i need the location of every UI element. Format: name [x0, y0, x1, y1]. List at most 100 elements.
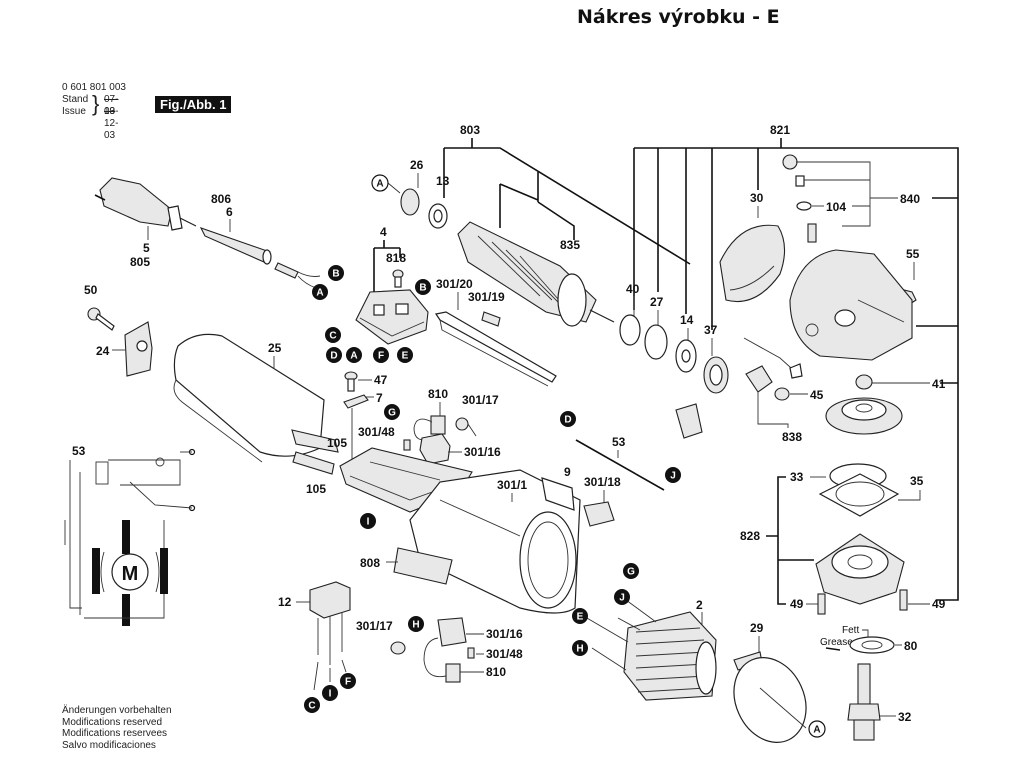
label-33: 33 — [790, 470, 804, 484]
connector-callout-circle — [384, 404, 400, 420]
brush-holder — [355, 289, 429, 345]
label-26: 26 — [410, 158, 424, 172]
screw-301-48-bottom — [467, 647, 475, 659]
screw-301-48 — [403, 439, 411, 451]
bearing-26 — [400, 188, 420, 216]
switch-knob-301-17-bottom — [390, 641, 406, 655]
label-2: 2 — [696, 598, 703, 612]
label-301-48-bottom: 301/48 — [486, 647, 523, 661]
capacitor-810 — [430, 415, 446, 435]
footer-note: Salvo modificaciones — [62, 739, 156, 751]
connector-callout-letter: E — [577, 612, 584, 623]
capacitor-810-bottom — [445, 663, 461, 683]
connector-callout-circle — [326, 347, 342, 363]
switch-301-16-bottom — [437, 617, 467, 647]
label-41: 41 — [932, 377, 946, 391]
screw-50 — [87, 307, 115, 331]
circlip-40 — [619, 314, 641, 346]
label-plate-9 — [541, 477, 575, 511]
label-24: 24 — [96, 344, 110, 358]
label-29: 29 — [750, 621, 764, 635]
label-810-bottom: 810 — [486, 665, 506, 679]
connector-callout-circle — [304, 697, 320, 713]
footer-notes: Änderungen vorbehalten Modifications res… — [62, 705, 172, 751]
issue-label: Issue — [62, 106, 86, 117]
connector-callout-circle — [371, 174, 389, 192]
connector-callout-circle — [614, 589, 630, 605]
bearing-flange — [815, 533, 905, 605]
connector-callout-letter: A — [350, 351, 357, 362]
label-30: 30 — [750, 191, 764, 205]
suppressor-12 — [309, 581, 351, 619]
label-27: 27 — [650, 295, 664, 309]
label-37: 37 — [704, 323, 718, 337]
label-301-18: 301/18 — [584, 475, 621, 489]
label-301-17-top: 301/17 — [462, 393, 499, 407]
connector-callout-letter: A — [376, 179, 383, 190]
connector-callout-circle — [408, 616, 424, 632]
wheel-guard-30 — [719, 224, 786, 303]
connector-callout-circle — [572, 640, 588, 656]
connector-callout-circle — [397, 347, 413, 363]
connector-callout-letter: C — [308, 701, 315, 712]
label-13: 13 — [436, 174, 450, 188]
connector-callout-letter: D — [330, 351, 337, 362]
connector-callout-letter: H — [412, 620, 419, 631]
label-50: 50 — [84, 283, 98, 297]
spring — [795, 175, 805, 187]
connector-callout-letter: D — [564, 415, 571, 426]
page-title: Nákres výrobku - E — [577, 6, 780, 28]
footer-note: Modifications reservees — [62, 728, 168, 739]
stator-field-coil — [623, 611, 717, 701]
label-55: 55 — [906, 247, 920, 261]
label-301-19: 301/19 — [468, 290, 505, 304]
connector-callout-letter: A — [813, 725, 820, 736]
label-5: 5 — [143, 241, 150, 255]
stand-value: 07-09 — [104, 94, 119, 117]
label-301-20: 301/20 — [436, 277, 473, 291]
crown-gear — [825, 397, 903, 435]
connector-callout-letter: H — [576, 644, 583, 655]
label-835: 835 — [560, 238, 580, 252]
o-ring-104 — [796, 201, 812, 211]
motor-symbol: M — [122, 563, 139, 585]
connector-callout-letter: G — [388, 408, 396, 419]
switch-301-16 — [419, 433, 451, 465]
connector-callout-circle — [572, 608, 588, 624]
connector-callout-letter: F — [378, 351, 384, 362]
connector-callout-circle — [325, 327, 341, 343]
grease-cartridge — [675, 403, 703, 439]
label-14: 14 — [680, 313, 694, 327]
part-number: 0 601 801 003 — [62, 82, 126, 93]
screw-49-left — [817, 593, 826, 615]
connector-callout-letter: I — [367, 517, 370, 528]
label-828: 828 — [740, 529, 760, 543]
label-25: 25 — [268, 341, 282, 355]
label-838: 838 — [782, 430, 802, 444]
needle-bearing-41 — [855, 374, 873, 390]
brace-glyph: } — [92, 91, 100, 116]
label-7: 7 — [376, 391, 383, 405]
connector-callout-letter: B — [332, 269, 339, 280]
label-53-cable: 53 — [612, 435, 626, 449]
label-808: 808 — [360, 556, 380, 570]
label-840: 840 — [900, 192, 920, 206]
label-49-right: 49 — [932, 597, 946, 611]
washer-7 — [343, 394, 369, 409]
label-47: 47 — [374, 373, 388, 387]
washer-80 — [849, 636, 895, 654]
ring-27 — [644, 324, 668, 360]
connector-callout-circle — [808, 720, 826, 738]
label-301-48-top: 301/48 — [358, 425, 395, 439]
label-821: 821 — [770, 123, 790, 137]
cord-sleeve — [199, 227, 321, 289]
label-80: 80 — [904, 639, 918, 653]
label-40: 40 — [626, 282, 640, 296]
connector-callout-letter: J — [619, 593, 625, 604]
label-6: 6 — [226, 205, 233, 219]
connector-callout-circle — [560, 411, 576, 427]
label-818: 818 — [386, 251, 406, 265]
label-104: 104 — [826, 200, 846, 214]
label-32: 32 — [898, 710, 912, 724]
